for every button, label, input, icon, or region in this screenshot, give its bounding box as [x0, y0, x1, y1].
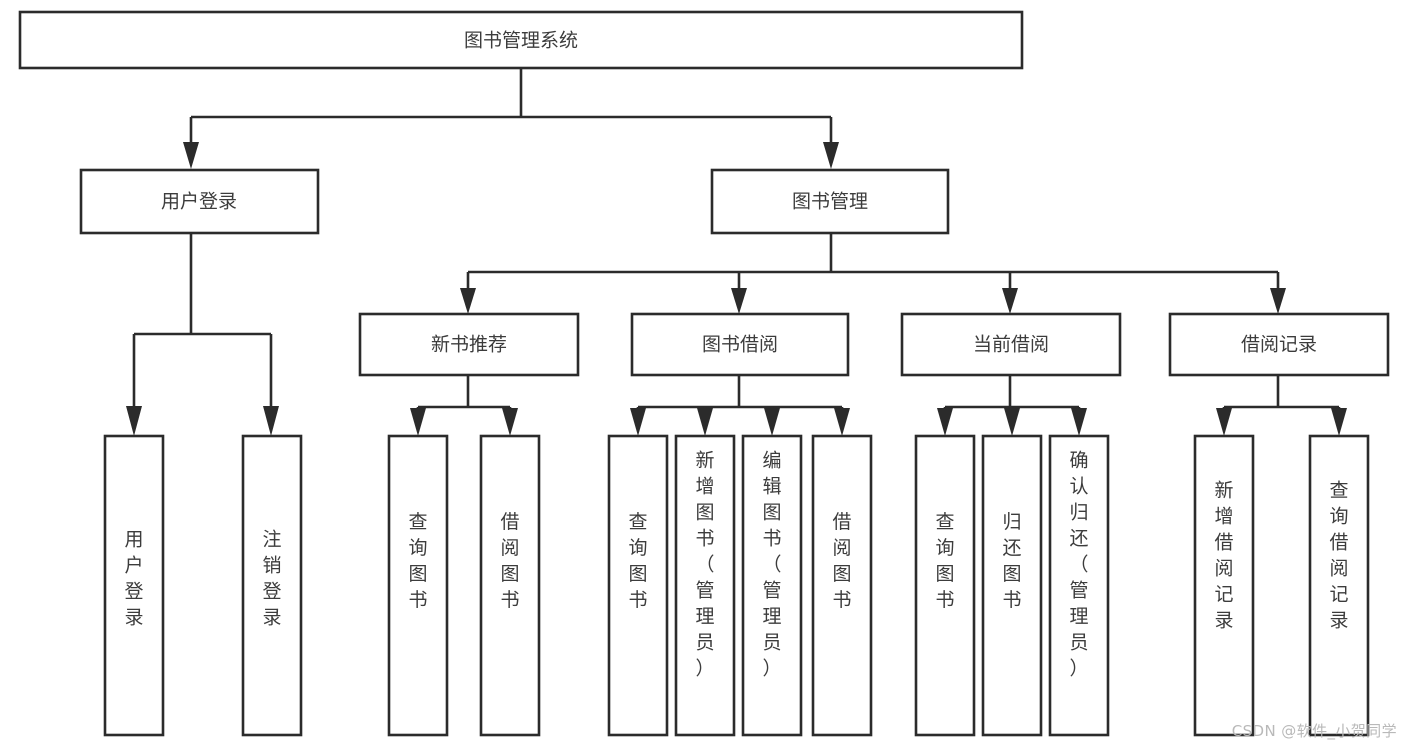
- leaf-node[interactable]: 查询借阅记录: [1308, 434, 1370, 737]
- arrow-head-leaf-bb-3: [834, 408, 850, 436]
- arrow-head-user-login: [183, 142, 199, 169]
- connector-group-book-borrow: [630, 375, 850, 436]
- leaf-nbr-1-box[interactable]: [479, 434, 541, 737]
- node-user-login-box[interactable]: [79, 168, 320, 235]
- connector-group-current-borrow: [937, 375, 1087, 436]
- arrow-head-leaf-user-login-1: [263, 406, 279, 436]
- arrow-head-leaf-bb-2: [764, 408, 780, 436]
- arrow-head-leaf-nbr-1: [502, 408, 518, 436]
- node-new-book-recommend-label: 新书推荐: [431, 334, 507, 356]
- leaf-bb-0-label: 查询图书: [628, 510, 647, 610]
- node-book-borrow-label: 图书借阅: [702, 334, 778, 356]
- arrow-head-leaf-bb-1: [697, 408, 713, 436]
- connector-group-book-mgmt: [460, 233, 1286, 314]
- leaf-node[interactable]: 新增借阅记录: [1193, 434, 1255, 737]
- arrow-head-leaf-br-1: [1331, 408, 1347, 436]
- leaf-user-login-1-box[interactable]: [241, 434, 303, 737]
- leaf-user-login-0-label: 用户登录: [124, 528, 143, 628]
- leaf-node[interactable]: 编辑图书（管理员）: [741, 434, 803, 737]
- leaf-bb-2-label: 编辑图书（管理员）: [762, 449, 781, 679]
- node-book-management-label: 图书管理: [792, 191, 868, 213]
- leaf-cb-1-box[interactable]: [981, 434, 1043, 737]
- leaf-cb-0-label: 查询图书: [935, 510, 954, 610]
- leaf-user-login-0-box[interactable]: [103, 434, 165, 737]
- leaf-bb-0-box[interactable]: [607, 434, 669, 737]
- arrow-head-leaf-cb-2: [1071, 408, 1087, 436]
- leaf-node[interactable]: 借阅图书: [479, 434, 541, 737]
- node-user-login-label: 用户登录: [161, 191, 237, 213]
- leaf-cb-2-label: 确认归还（管理员）: [1069, 449, 1088, 679]
- leaf-br-1-box[interactable]: [1308, 434, 1370, 737]
- node-book-borrow[interactable]: 图书借阅: [630, 312, 850, 377]
- leaf-bb-2-box[interactable]: [741, 434, 803, 737]
- arrow-head-leaf-nbr-0: [410, 408, 426, 436]
- leaf-br-0-label: 新增借阅记录: [1214, 479, 1233, 631]
- leaf-br-0-box[interactable]: [1193, 434, 1255, 737]
- node-book-management-box[interactable]: [710, 168, 950, 235]
- node-user-login[interactable]: 用户登录: [79, 168, 320, 235]
- watermark-text: CSDN @软件_小贺同学: [1231, 722, 1397, 740]
- leaf-node[interactable]: 查询图书: [387, 434, 449, 737]
- leaf-bb-1-box[interactable]: [674, 434, 736, 737]
- leaf-node[interactable]: 查询图书: [914, 434, 976, 737]
- arrow-head-new-book-recommend: [460, 288, 476, 314]
- arrow-head-book-mgmt: [823, 142, 839, 169]
- connector-group-borrow-record: [1216, 375, 1347, 436]
- leaf-node[interactable]: 查询图书: [607, 434, 669, 737]
- leaf-br-1-label: 查询借阅记录: [1329, 479, 1348, 631]
- arrow-head-leaf-br-0: [1216, 408, 1232, 436]
- node-borrow-record[interactable]: 借阅记录: [1168, 312, 1390, 377]
- node-current-borrow[interactable]: 当前借阅: [900, 312, 1122, 377]
- arrow-head-leaf-cb-0: [937, 408, 953, 436]
- arrow-head-leaf-cb-1: [1004, 408, 1020, 436]
- leaf-node[interactable]: 注销登录: [241, 434, 303, 737]
- leaf-node[interactable]: 确认归还（管理员）: [1048, 434, 1110, 737]
- leaf-cb-0-box[interactable]: [914, 434, 976, 737]
- leaf-node[interactable]: 借阅图书: [811, 434, 873, 737]
- node-borrow-record-box[interactable]: [1168, 312, 1390, 377]
- node-book-management[interactable]: 图书管理: [710, 168, 950, 235]
- node-root-system[interactable]: 图书管理系统: [18, 10, 1024, 70]
- arrow-head-book-borrow: [731, 288, 747, 314]
- node-new-book-recommend-box[interactable]: [358, 312, 580, 377]
- node-new-book-recommend[interactable]: 新书推荐: [358, 312, 580, 377]
- arrow-head-leaf-bb-0: [630, 408, 646, 436]
- leaf-user-login-1-label: 注销登录: [262, 528, 281, 628]
- leaf-nbr-0-label: 查询图书: [408, 510, 427, 610]
- arrow-head-leaf-user-login-0: [126, 406, 142, 436]
- node-root-box[interactable]: [18, 10, 1024, 70]
- connector-group-user-login: [126, 233, 279, 436]
- leaf-node[interactable]: 用户登录: [103, 434, 165, 737]
- arrow-head-current-borrow: [1002, 288, 1018, 314]
- leaf-bb-3-box[interactable]: [811, 434, 873, 737]
- leaf-node[interactable]: 新增图书（管理员）: [674, 434, 736, 737]
- leaf-bb-1-label: 新增图书（管理员）: [695, 449, 714, 679]
- leaf-nbr-1-label: 借阅图书: [500, 510, 519, 610]
- leaf-nbr-0-box[interactable]: [387, 434, 449, 737]
- leaf-cb-2-box[interactable]: [1048, 434, 1110, 737]
- arrow-head-borrow-record: [1270, 288, 1286, 314]
- leaf-cb-1-label: 归还图书: [1002, 510, 1021, 610]
- node-root-label: 图书管理系统: [464, 30, 578, 52]
- node-borrow-record-label: 借阅记录: [1241, 334, 1317, 356]
- connector-group-new-book-recommend: [410, 375, 518, 436]
- connector-group-root: [183, 68, 839, 169]
- node-current-borrow-label: 当前借阅: [973, 334, 1049, 356]
- node-current-borrow-box[interactable]: [900, 312, 1122, 377]
- leaf-bb-3-label: 借阅图书: [832, 510, 851, 610]
- node-book-borrow-box[interactable]: [630, 312, 850, 377]
- leaf-node[interactable]: 归还图书: [981, 434, 1043, 737]
